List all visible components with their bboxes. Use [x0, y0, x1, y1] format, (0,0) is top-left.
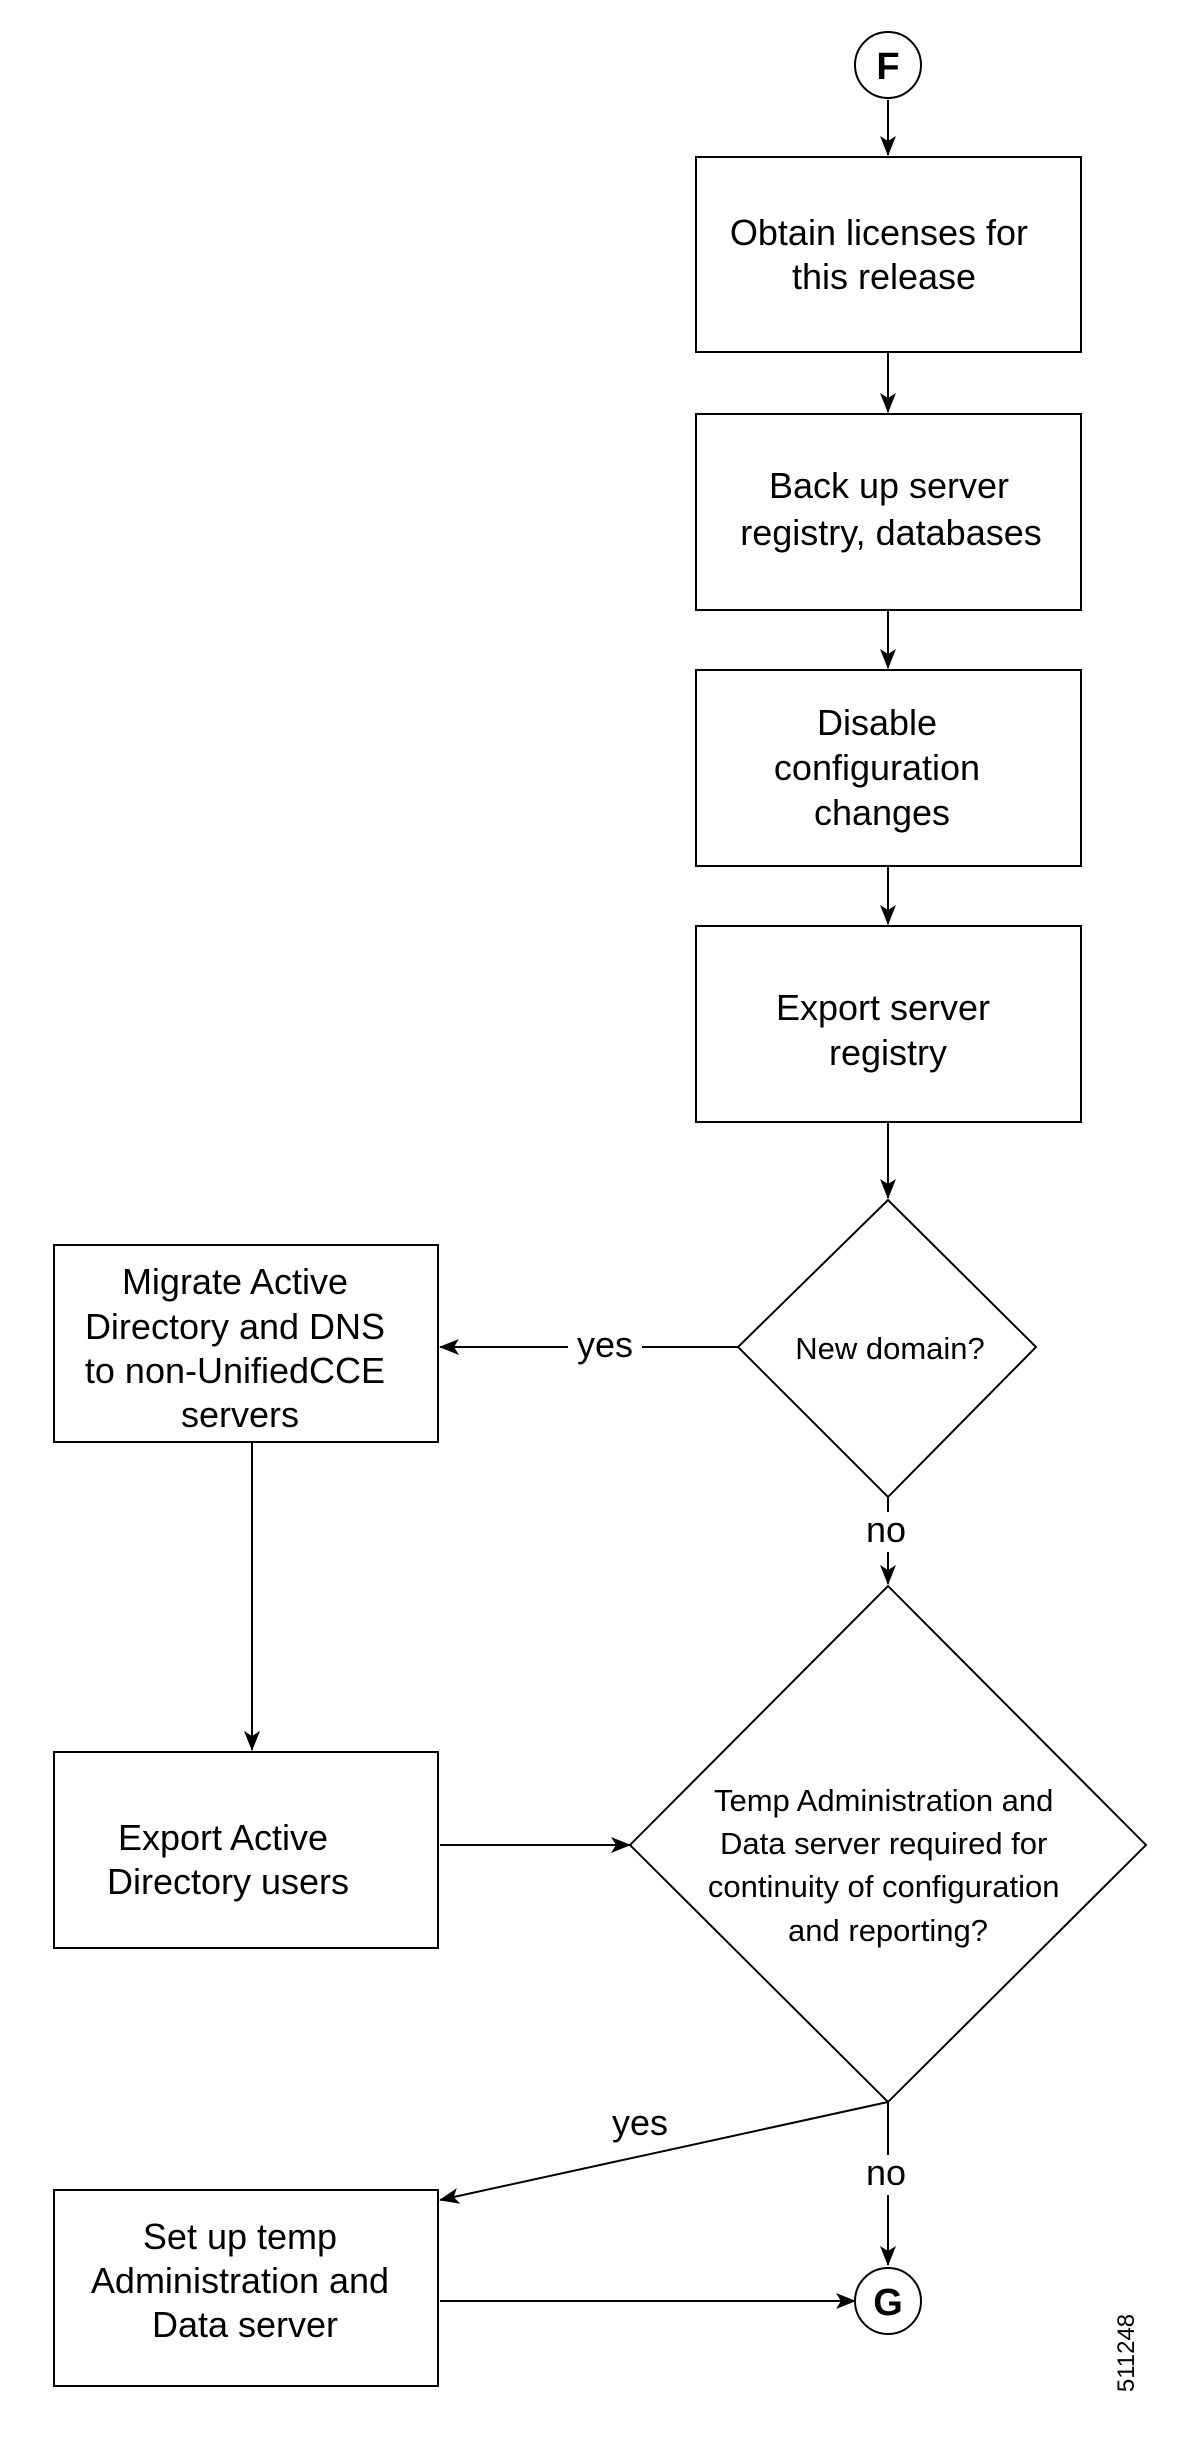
step-export-registry-box — [695, 925, 1082, 1123]
edge-temp-yes — [439, 2101, 889, 2204]
connector-end — [854, 2267, 922, 2335]
step-obtain-licenses-label: Obtain licenses for this release — [730, 212, 1038, 297]
decision-new-domain-shape — [736, 1198, 1038, 1499]
decision-temp-admin-label: Temp Administration and Data server requ… — [708, 1783, 1068, 1948]
step-setup-temp-box — [53, 2189, 439, 2387]
step-backup-box — [695, 413, 1082, 611]
step-obtain-licenses-box — [695, 156, 1082, 353]
step-setup-temp-label: Set up temp Administration and Data serv… — [91, 2216, 399, 2345]
edge-label-temp-no: no — [866, 2152, 906, 2193]
connector-end-label: G — [873, 2282, 903, 2324]
connector-start — [854, 31, 922, 99]
edge-label-new-domain-yes: yes — [577, 1324, 633, 1365]
step-export-ad-users-box — [53, 1751, 439, 1949]
figure-id: 511248 — [1113, 2314, 1140, 2392]
step-export-registry-label: Export server registry — [776, 987, 1000, 1073]
step-export-ad-users-label: Export Active Directory users — [107, 1817, 349, 1902]
step-disable-config-box — [695, 669, 1082, 867]
step-migrate-ad-box — [53, 1244, 439, 1443]
step-migrate-ad-label: Migrate Active Directory and DNS to non-… — [85, 1261, 395, 1435]
step-backup-label: Back up server registry, databases — [740, 465, 1041, 553]
step-disable-config-label: Disable configuration changes — [774, 702, 990, 833]
connector-start-label: F — [876, 46, 899, 88]
edge-label-new-domain-no: no — [866, 1509, 906, 1550]
decision-new-domain-label: New domain? — [795, 1331, 985, 1366]
decision-temp-admin-shape — [628, 1584, 1148, 2104]
edge-label-temp-yes: yes — [612, 2102, 668, 2143]
